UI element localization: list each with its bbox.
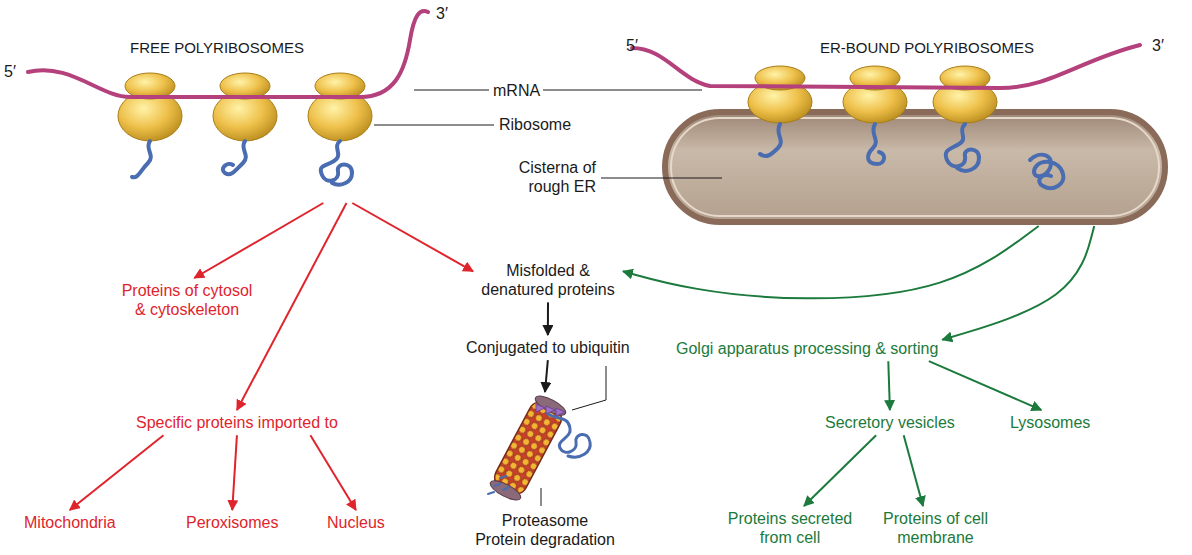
polypeptide — [321, 141, 352, 185]
part-label: 3′ — [436, 4, 448, 23]
er-cisterna — [665, 112, 1165, 222]
leader-line — [541, 488, 542, 506]
node-text: Proteasome — [474, 511, 616, 530]
polypeptide — [946, 124, 979, 171]
node-text: Peroxisomes — [186, 513, 278, 532]
destination-label: Specific proteins imported to — [132, 410, 342, 435]
pathway-label: Proteins secreted from cell — [720, 506, 860, 550]
node-text: Mitochondria — [24, 513, 116, 532]
node-text: Lysosomes — [1010, 413, 1090, 432]
node-text: Proteins of cytosol & cytoskeleton — [118, 281, 256, 319]
node-text: Proteins secreted from cell — [724, 509, 856, 547]
part-label: Cisterna of rough ER — [496, 158, 596, 196]
node-text: Proteins of cell membrane — [877, 509, 994, 547]
node-text: Specific proteins imported to — [136, 413, 338, 432]
fragment — [494, 484, 500, 486]
flow-arrow — [942, 226, 1094, 340]
folded-protein — [1030, 155, 1063, 188]
er-membrane — [671, 118, 1159, 216]
proteasome — [488, 392, 569, 503]
region-heading: FREE POLYRIBOSOMES — [100, 36, 390, 203]
flow-arrow — [804, 435, 876, 506]
flow-arrow — [310, 435, 356, 510]
node-text: Nucleus — [327, 513, 385, 532]
node-text: Secretory vesicles — [825, 413, 955, 432]
leader-line — [572, 366, 606, 410]
fragment — [503, 487, 509, 490]
part-label: Ribosome — [499, 115, 571, 134]
part-label: mRNA — [493, 81, 540, 100]
flow-arrow — [904, 435, 923, 506]
ubiquitin — [536, 404, 545, 412]
leader-line — [414, 90, 489, 91]
mrna-strand — [28, 11, 428, 97]
leader-line — [543, 90, 702, 91]
flow-arrow — [888, 361, 890, 410]
er-ribosomes — [748, 66, 997, 123]
flow-arrow — [70, 435, 164, 510]
peptide-fragments — [488, 476, 509, 494]
node-text: FREE POLYRIBOSOMES — [130, 39, 386, 57]
flow-arrow — [623, 226, 1039, 298]
flow-arrow — [545, 360, 548, 392]
node-text: Golgi apparatus processing & sorting — [676, 339, 938, 358]
node-text: Conjugated to ubiquitin — [466, 338, 630, 357]
part-label: 5′ — [4, 62, 16, 81]
organelle-label: Nucleus — [323, 510, 389, 535]
step-label: Misfolded & denatured proteins — [473, 258, 623, 302]
leader-line — [601, 178, 722, 179]
proteasome-cap — [488, 477, 524, 504]
polypeptide — [223, 141, 246, 174]
proteasome-node: ProteasomeProtein degradation — [470, 392, 620, 552]
part-label: 5′ — [626, 36, 638, 55]
polypeptide — [868, 124, 884, 164]
leader-lines — [374, 90, 722, 506]
flow-arrow — [929, 361, 1041, 410]
part-label: 3′ — [1152, 36, 1164, 55]
node-text: Misfolded & denatured proteins — [477, 261, 619, 299]
tagged-protein — [548, 414, 590, 457]
pathway-label: Lysosomes — [1006, 410, 1094, 435]
pathway-label: Golgi apparatus processing & sorting — [672, 336, 942, 361]
node-text: Protein degradation — [474, 530, 616, 549]
free-ribosomes — [118, 73, 372, 141]
step-label: Conjugated to ubiquitin — [462, 335, 634, 360]
flow-arrow — [194, 203, 323, 278]
ubiquitin — [556, 408, 565, 416]
flow-arrow — [237, 203, 347, 410]
er-polypeptides — [760, 124, 1063, 188]
leader-line — [374, 125, 494, 126]
polypeptides — [132, 141, 352, 185]
pathway-label: Secretory vesicles — [821, 410, 959, 435]
pathway-label: Proteins of cell membrane — [873, 506, 998, 550]
polypeptide — [132, 141, 151, 177]
flow-arrow — [547, 302, 549, 335]
node-text: ER-BOUND POLYRIBOSOMES — [820, 39, 1166, 57]
flow-arrow — [232, 435, 237, 510]
flow-arrow — [352, 203, 473, 271]
destination-label: Proteins of cytosol & cytoskeleton — [114, 278, 260, 322]
region-heading: ER-BOUND POLYRIBOSOMES — [665, 36, 1170, 226]
fragment — [488, 492, 494, 494]
organelle-label: Mitochondria — [20, 510, 120, 535]
polypeptide — [760, 124, 781, 156]
fragment — [500, 476, 506, 478]
organelle-label: Peroxisomes — [182, 510, 282, 535]
